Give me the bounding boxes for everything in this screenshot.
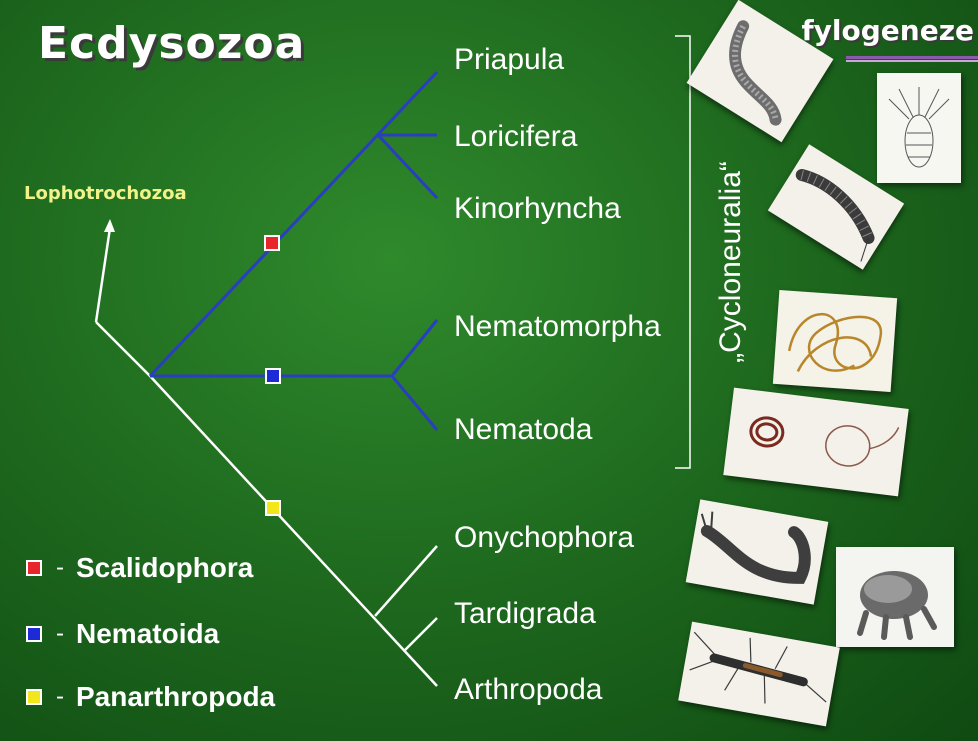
- legend-item-nematoida: - Nematoida: [26, 618, 219, 650]
- legend-item-panarthropoda: - Panarthropoda: [26, 681, 275, 713]
- outgroup-label: Lophotrochozoa: [24, 183, 187, 204]
- taxon-arthropoda: Arthropoda: [454, 673, 602, 707]
- nematomorpha-branch: [392, 320, 437, 376]
- taxon-kinorhyncha: Kinorhyncha: [454, 192, 621, 226]
- nematomorph-photo: [773, 290, 897, 392]
- taxon-tardigrada: Tardigrada: [454, 597, 596, 631]
- taxon-loricifera: Loricifera: [454, 120, 577, 154]
- taxon-nematomorpha: Nematomorpha: [454, 310, 661, 344]
- blue-square-icon: [26, 626, 42, 642]
- outgroup-branch: [96, 322, 150, 376]
- tardigrada-branch: [405, 618, 437, 650]
- tardigrade-photo: [836, 547, 954, 647]
- cycloneuralia-bracket: [675, 36, 690, 468]
- scalidophora-marker: [265, 236, 279, 250]
- tardigrade-illustration: [836, 547, 954, 647]
- nematoda-branch: [392, 376, 437, 430]
- onychophora-branch: [375, 546, 437, 616]
- panarthropoda-marker: [266, 501, 280, 515]
- legend-label: Panarthropoda: [76, 681, 275, 713]
- loriciferan-illustration: [877, 73, 961, 183]
- outgroup-stem: [96, 228, 110, 322]
- taxon-nematoda: Nematoda: [454, 413, 592, 447]
- nematomorph-illustration: [773, 290, 897, 392]
- scalidophora-branch: [150, 72, 437, 376]
- nematoida-marker: [266, 369, 280, 383]
- outgroup-arrow-icon: [104, 219, 115, 232]
- legend-label: Scalidophora: [76, 552, 253, 584]
- loriciferan-photo: [877, 73, 961, 183]
- legend-dash: -: [56, 554, 64, 582]
- legend-label: Nematoida: [76, 618, 219, 650]
- taxon-onychophora: Onychophora: [454, 521, 634, 555]
- red-square-icon: [26, 560, 42, 576]
- legend-dash: -: [56, 683, 64, 711]
- kinorhyncha-branch: [378, 135, 437, 198]
- legend-item-scalidophora: - Scalidophora: [26, 552, 253, 584]
- bracket-label: „Cycloneuralia“: [714, 161, 748, 363]
- legend-dash: -: [56, 620, 64, 648]
- taxon-priapula: Priapula: [454, 43, 564, 77]
- yellow-square-icon: [26, 689, 42, 705]
